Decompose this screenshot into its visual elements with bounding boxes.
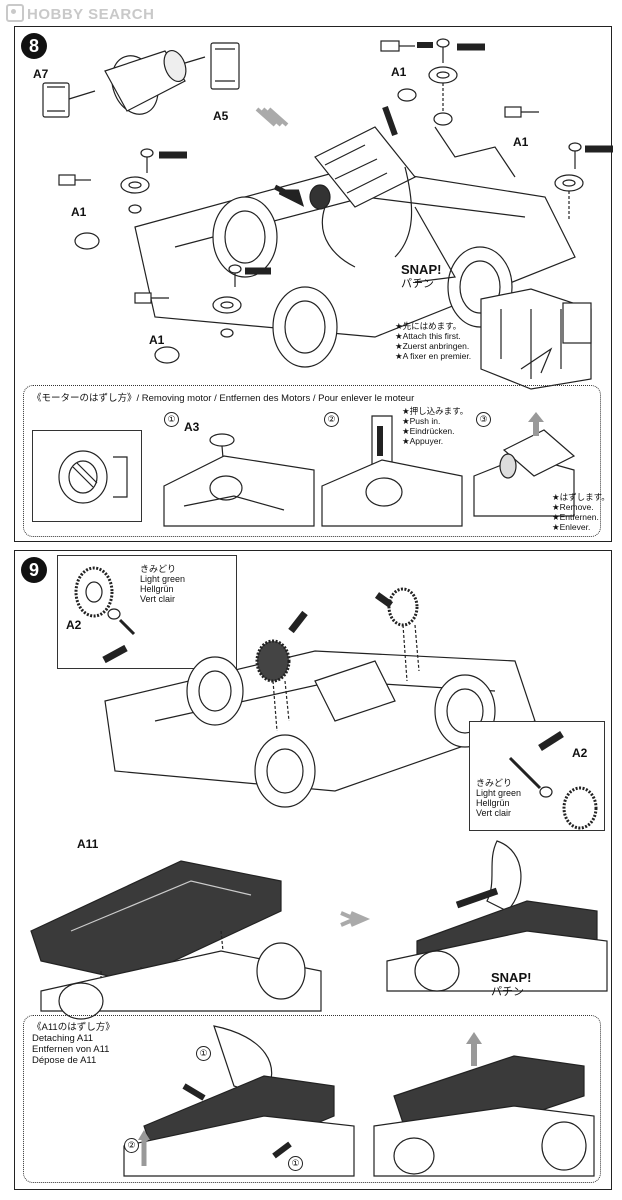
color-en: Light green bbox=[476, 788, 522, 798]
removing-motor-box: 《モーターのはずし方》/ Removing motor / Entfernen … bbox=[23, 385, 610, 537]
gear-color-right: きみどり Light green Hellgrün Vert clair bbox=[476, 778, 521, 818]
motor-parts-illustration bbox=[42, 42, 240, 118]
part-label-a11: A11 bbox=[77, 837, 99, 851]
detach-step-1b: ① bbox=[288, 1156, 303, 1171]
a11-cover-attach-illustration bbox=[30, 860, 322, 1020]
part-label-a1-right: A1 bbox=[513, 135, 529, 149]
color-jp: きみどり bbox=[140, 564, 177, 574]
screw-washer-assembly-right bbox=[504, 106, 613, 221]
removing-step1-illustration bbox=[163, 433, 315, 527]
note-line: ★先にはめます。 bbox=[395, 321, 462, 331]
color-fr: Vert clair bbox=[476, 808, 512, 818]
part-label-a1-bottom: A1 bbox=[149, 333, 165, 347]
logo-icon bbox=[6, 4, 24, 22]
note-line: ★Enlever. bbox=[552, 522, 591, 532]
detach-step-1a: ① bbox=[196, 1046, 211, 1061]
note-line: ★Entfernen. bbox=[552, 512, 599, 522]
detaching-a11-title: 《A11のはずし方》 Detaching A11 Entfernen von A… bbox=[32, 1022, 115, 1066]
note-line: ★Push in. bbox=[402, 416, 441, 426]
note-line: ★はずします。 bbox=[552, 492, 610, 502]
removing-step2-illustration bbox=[321, 415, 463, 527]
gear-detail-right: A2 きみどり Light green Hellgrün Vert clair bbox=[469, 721, 605, 831]
snap-label: SNAP!パチン bbox=[491, 971, 531, 999]
detached-cover-illustration bbox=[373, 1032, 595, 1177]
title-line: Detaching A11 bbox=[32, 1033, 94, 1044]
screw-washer-assembly-top bbox=[380, 38, 485, 126]
color-de: Hellgrün bbox=[476, 798, 510, 808]
removing-motor-title: 《モーターのはずし方》/ Removing motor / Entfernen … bbox=[32, 393, 415, 404]
color-jp: きみどり bbox=[476, 778, 513, 788]
note-line: ★Remove. bbox=[552, 502, 594, 512]
screw-washer-assembly-left bbox=[58, 148, 187, 250]
step-9-panel: 9 きみどり Light green Hellgrün Vert clair A… bbox=[14, 550, 612, 1190]
motor-clip-detail bbox=[32, 430, 142, 522]
color-fr: Vert clair bbox=[140, 594, 176, 604]
part-label-a3: A3 bbox=[184, 420, 200, 434]
screw-washer-assembly-bottom bbox=[134, 264, 271, 364]
note-push-in: ★押し込みます。 ★Push in. ★Eindrücken. ★Appuyer… bbox=[402, 406, 468, 446]
part-label-a7: A7 bbox=[33, 67, 49, 81]
gear-icon bbox=[508, 731, 598, 830]
gear-icon bbox=[74, 566, 136, 664]
detach-step-2: ② bbox=[124, 1138, 139, 1153]
gear-detail-left: きみどり Light green Hellgrün Vert clair A2 bbox=[57, 555, 237, 669]
watermark-text: HOBBY SEARCH bbox=[27, 6, 155, 23]
sub-step-3: ③ bbox=[476, 412, 491, 427]
part-label-a5: A5 bbox=[213, 109, 229, 123]
color-en: Light green bbox=[140, 574, 186, 584]
detach-step-illustration bbox=[123, 1025, 355, 1177]
part-label-a1-left: A1 bbox=[71, 205, 87, 219]
note-line: ★押し込みます。 bbox=[402, 406, 469, 416]
gear-color-left: きみどり Light green Hellgrün Vert clair bbox=[140, 564, 185, 604]
color-de: Hellgrün bbox=[140, 584, 174, 594]
removing-step3-illustration bbox=[473, 412, 576, 517]
gray-arrow-icon bbox=[340, 911, 371, 927]
note-attach-first: ★先にはめます。 ★Attach this first. ★Zuerst anb… bbox=[395, 321, 471, 361]
step-number: 9 bbox=[21, 557, 47, 583]
step-8-panel: 8 A7 A5 bbox=[14, 26, 613, 542]
chassis-gears-illustration bbox=[104, 587, 536, 808]
note-line: ★Eindrücken. bbox=[402, 426, 455, 436]
part-label-a1-top: A1 bbox=[391, 65, 407, 79]
a11-cover-snap-illustration bbox=[386, 840, 608, 992]
part-label-a2-left: A2 bbox=[66, 618, 82, 632]
snap-text: SNAP! bbox=[401, 262, 442, 277]
note-line: ★Attach this first. bbox=[395, 331, 461, 341]
title-line: Dépose de A11 bbox=[32, 1055, 97, 1066]
detaching-a11-box: 《A11のはずし方》 Detaching A11 Entfernen von A… bbox=[23, 1015, 601, 1183]
gray-arrow-icon bbox=[255, 107, 289, 127]
snap-label: SNAP!パチン bbox=[401, 263, 441, 291]
sub-step-1: ① bbox=[164, 412, 179, 427]
step-number: 8 bbox=[21, 33, 47, 59]
title-line: 《A11のはずし方》 bbox=[32, 1022, 115, 1033]
part-label-a2-right: A2 bbox=[572, 746, 588, 760]
snap-jp-text: パチン bbox=[401, 278, 434, 290]
sub-step-2: ② bbox=[324, 412, 339, 427]
note-remove: ★はずします。 ★Remove. ★Entfernen. ★Enlever. bbox=[552, 492, 610, 532]
motor-terminal-detail bbox=[480, 288, 592, 390]
note-line: ★A fixer en premier. bbox=[395, 351, 472, 361]
watermark: HOBBY SEARCH bbox=[6, 4, 154, 23]
snap-text: SNAP! bbox=[491, 970, 532, 985]
note-line: ★Zuerst anbringen. bbox=[395, 341, 470, 351]
title-line: Entfernen von A11 bbox=[32, 1044, 110, 1055]
snap-jp-text: パチン bbox=[491, 986, 524, 998]
note-line: ★Appuyer. bbox=[402, 436, 444, 446]
motor-clip-icon bbox=[58, 450, 128, 504]
